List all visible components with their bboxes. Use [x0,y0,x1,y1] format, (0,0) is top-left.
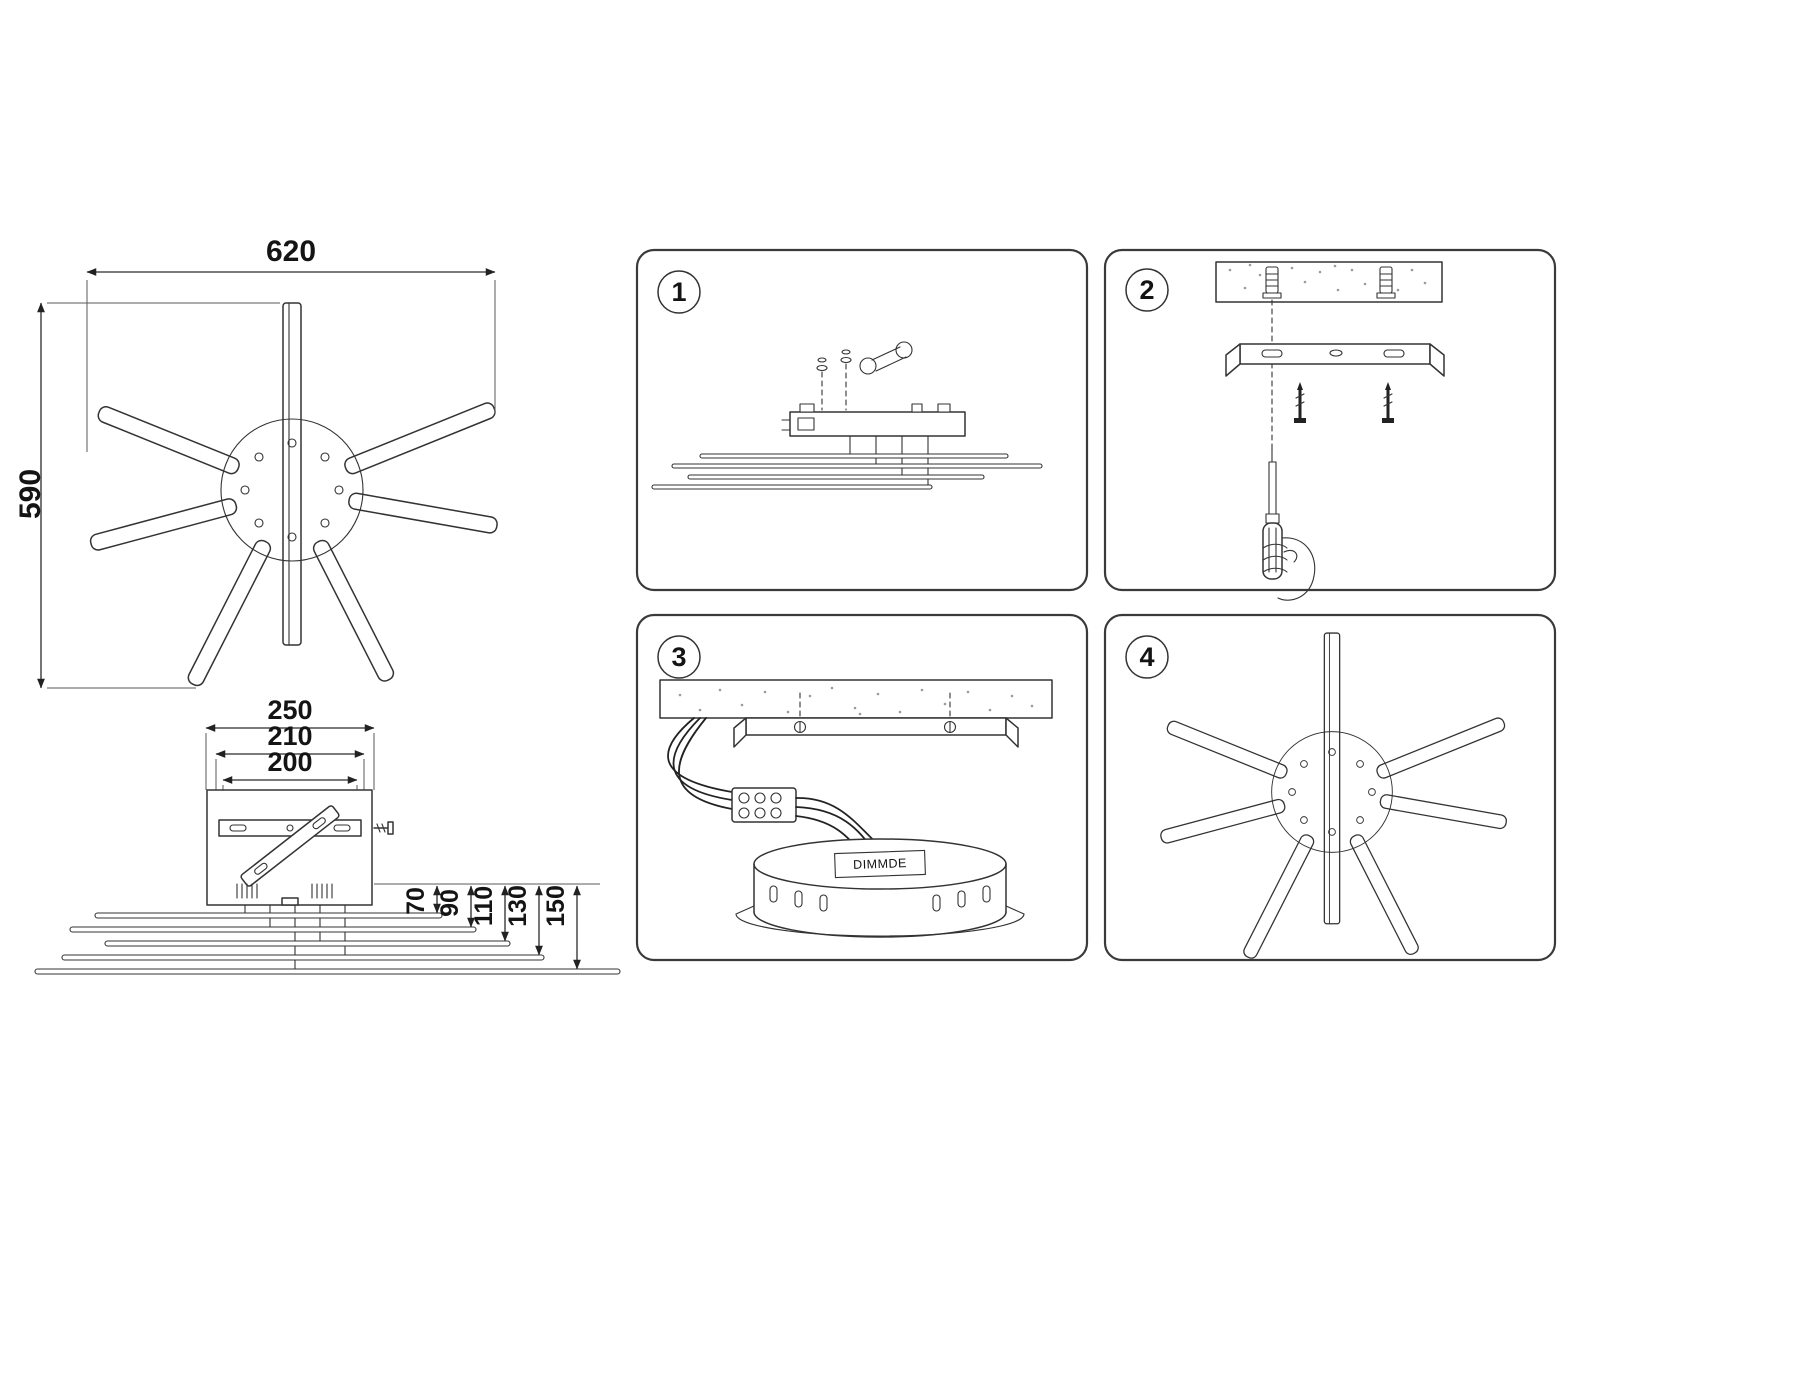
step-1-panel: 1 [635,248,1089,592]
hand-icon [1262,537,1316,601]
arm-offset-1-label: 70 [402,887,430,915]
step-1-number: 1 [671,277,686,307]
supply-wires [667,717,733,810]
step-4-number: 4 [1139,642,1154,672]
arm-offset-5-label: 150 [542,885,570,927]
wall-plug-icon [1262,266,1282,299]
mounting-bracket [733,691,1019,748]
wrench-icon [859,341,913,375]
mounting-plate [218,819,362,837]
step-2-panel: 2 [1103,248,1557,601]
vent-slots [236,883,333,906]
step-3-badge [657,635,701,679]
dimension-width-label: 620 [266,235,316,268]
arm-offset-2-label: 90 [436,889,464,917]
dimmer-label-text: DIMMDE [853,856,907,872]
step-3-number: 3 [671,642,686,672]
arm-offset-4-label: 130 [504,885,532,927]
step-3-panel: 3 [635,613,1089,962]
step1-arms [651,453,1043,490]
step-4-panel: 4 [1103,613,1557,962]
ceiling-texture [678,686,1034,716]
step-2-badge [1125,268,1169,312]
step-4-badge [1125,635,1169,679]
top-view-drawing: 620 590 [14,235,499,689]
dimension-height-label: 590 [14,469,47,519]
step-1-badge [657,270,701,314]
terminal-block [731,787,797,823]
step2-ceiling [1215,261,1443,303]
diagonal-strap [240,805,340,887]
step3-ceiling [659,679,1053,719]
step1-canopy [789,411,966,437]
dimmer-label: DIMMDE [834,849,926,879]
screwdriver-icon [1262,447,1283,580]
screw-icon [1382,382,1394,423]
ceiling-texture [1228,263,1427,292]
bracket-width-250-label: 250 [267,695,312,725]
screw-set-icon [816,349,852,411]
bracket-width-200-label: 200 [267,747,312,777]
wall-plug-icon [1376,266,1396,299]
side-screw-icon [373,821,394,835]
lamp-arms-side [34,912,621,975]
front-view-drawing: 250 210 200 [34,695,621,975]
mounting-bracket [1225,343,1445,377]
driver-canopy: DIMMDE [735,838,1025,938]
step-2-number: 2 [1139,275,1154,305]
bracket-width-210-label: 210 [267,721,312,751]
screw-icon [1294,382,1306,423]
arm-offset-3-label: 110 [470,886,498,926]
